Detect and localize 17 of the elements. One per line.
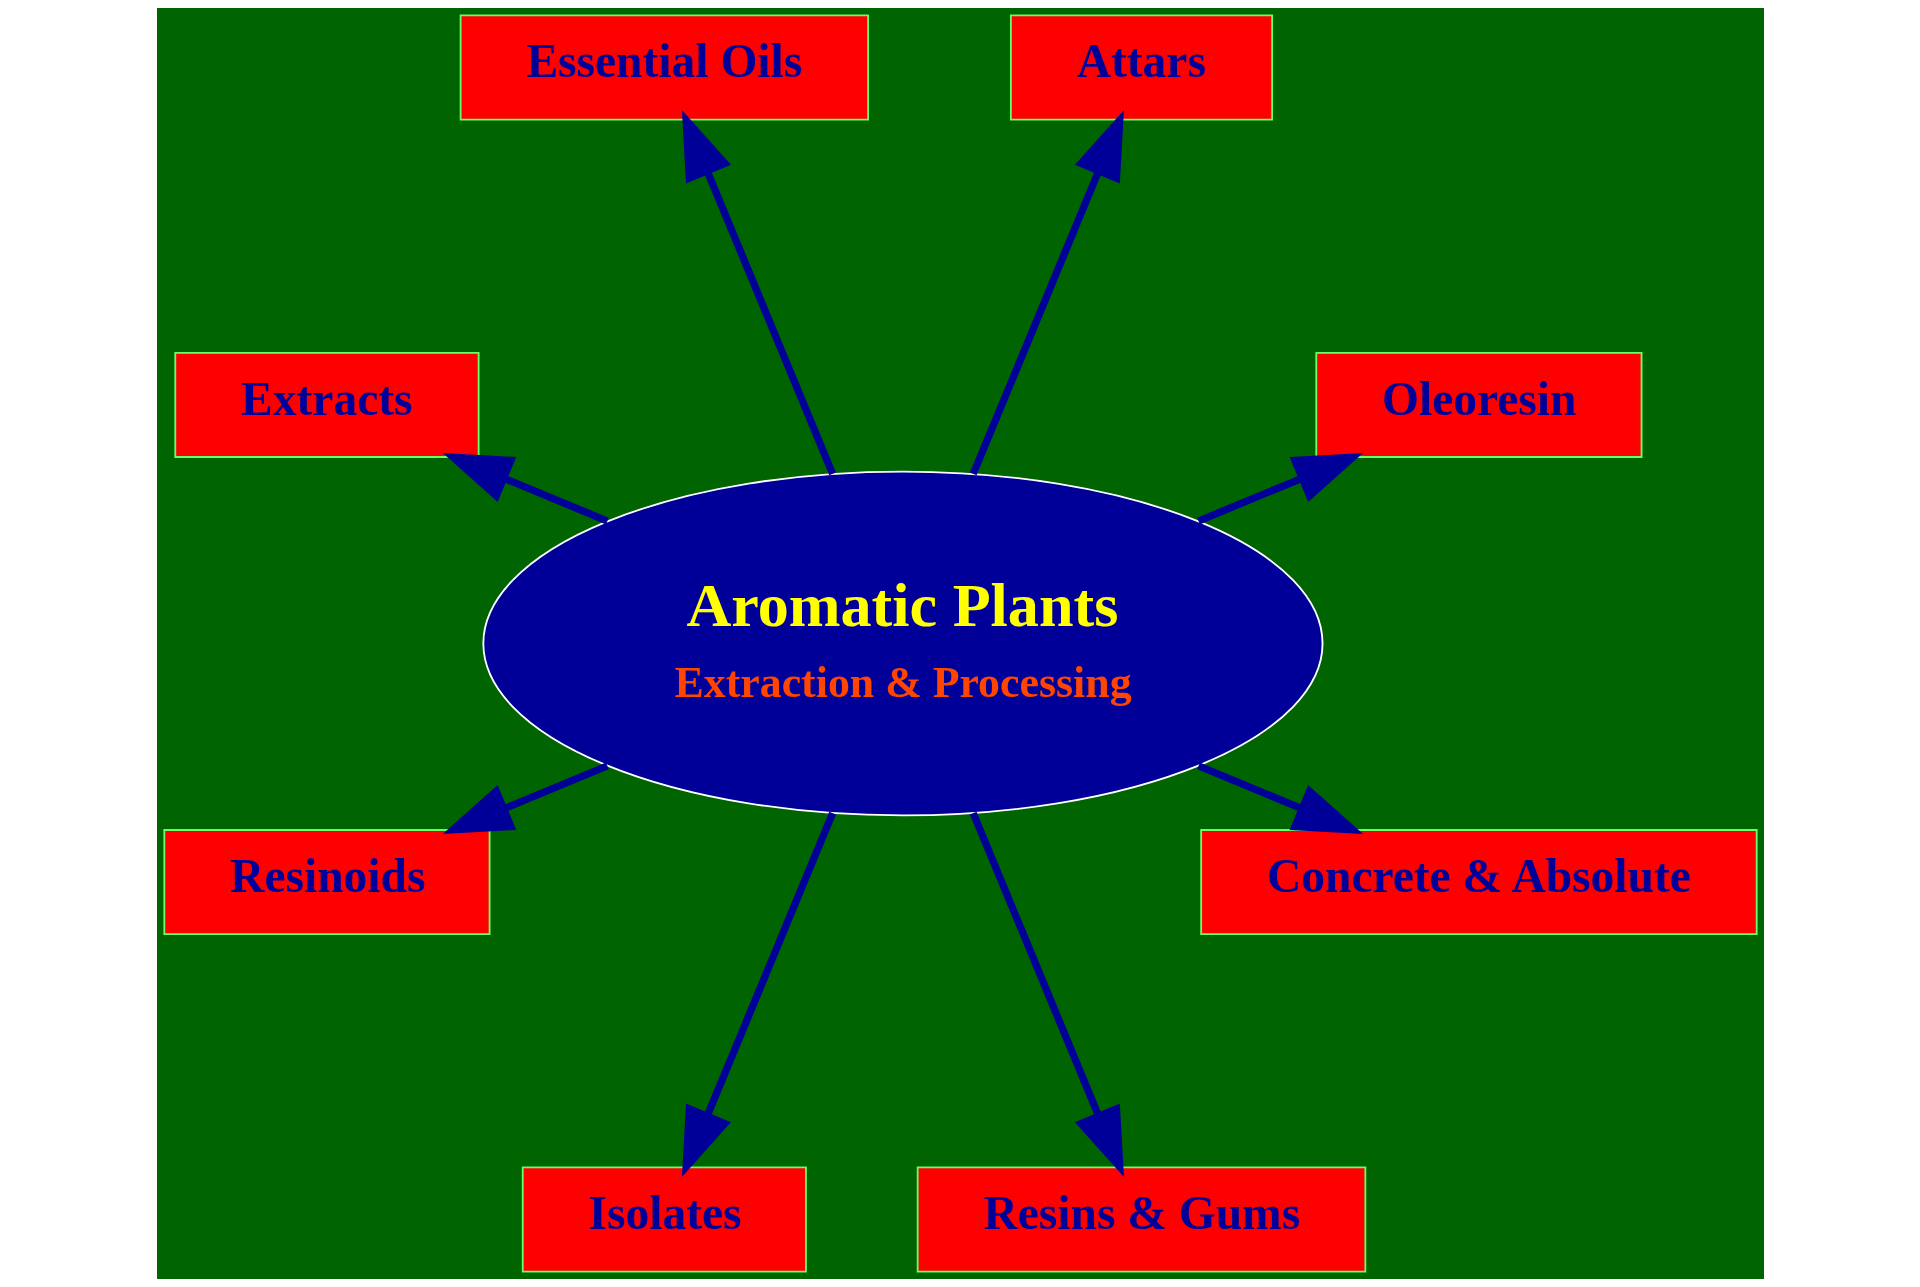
arrow: [1196, 762, 1363, 835]
arrow: [969, 109, 1124, 476]
arrow: [1196, 452, 1363, 525]
node-box: Resinoids: [162, 829, 490, 936]
arrow: [681, 109, 836, 476]
arrow: [442, 452, 609, 525]
node-box: Oleoresin: [1314, 351, 1642, 458]
node-box: Extracts: [173, 351, 480, 458]
node-ellipse: Aromatic Plants Extraction & Processing: [481, 470, 1323, 817]
node-box: Attars: [1009, 14, 1273, 121]
node-box: Essential Oils: [459, 14, 869, 121]
arrow: [969, 811, 1124, 1178]
node-box: Concrete & Absolute: [1199, 829, 1758, 936]
arrow: [681, 811, 836, 1178]
node-box: Resins & Gums: [916, 1166, 1366, 1273]
arrow: [442, 762, 609, 835]
node-box: Isolates: [521, 1166, 807, 1273]
